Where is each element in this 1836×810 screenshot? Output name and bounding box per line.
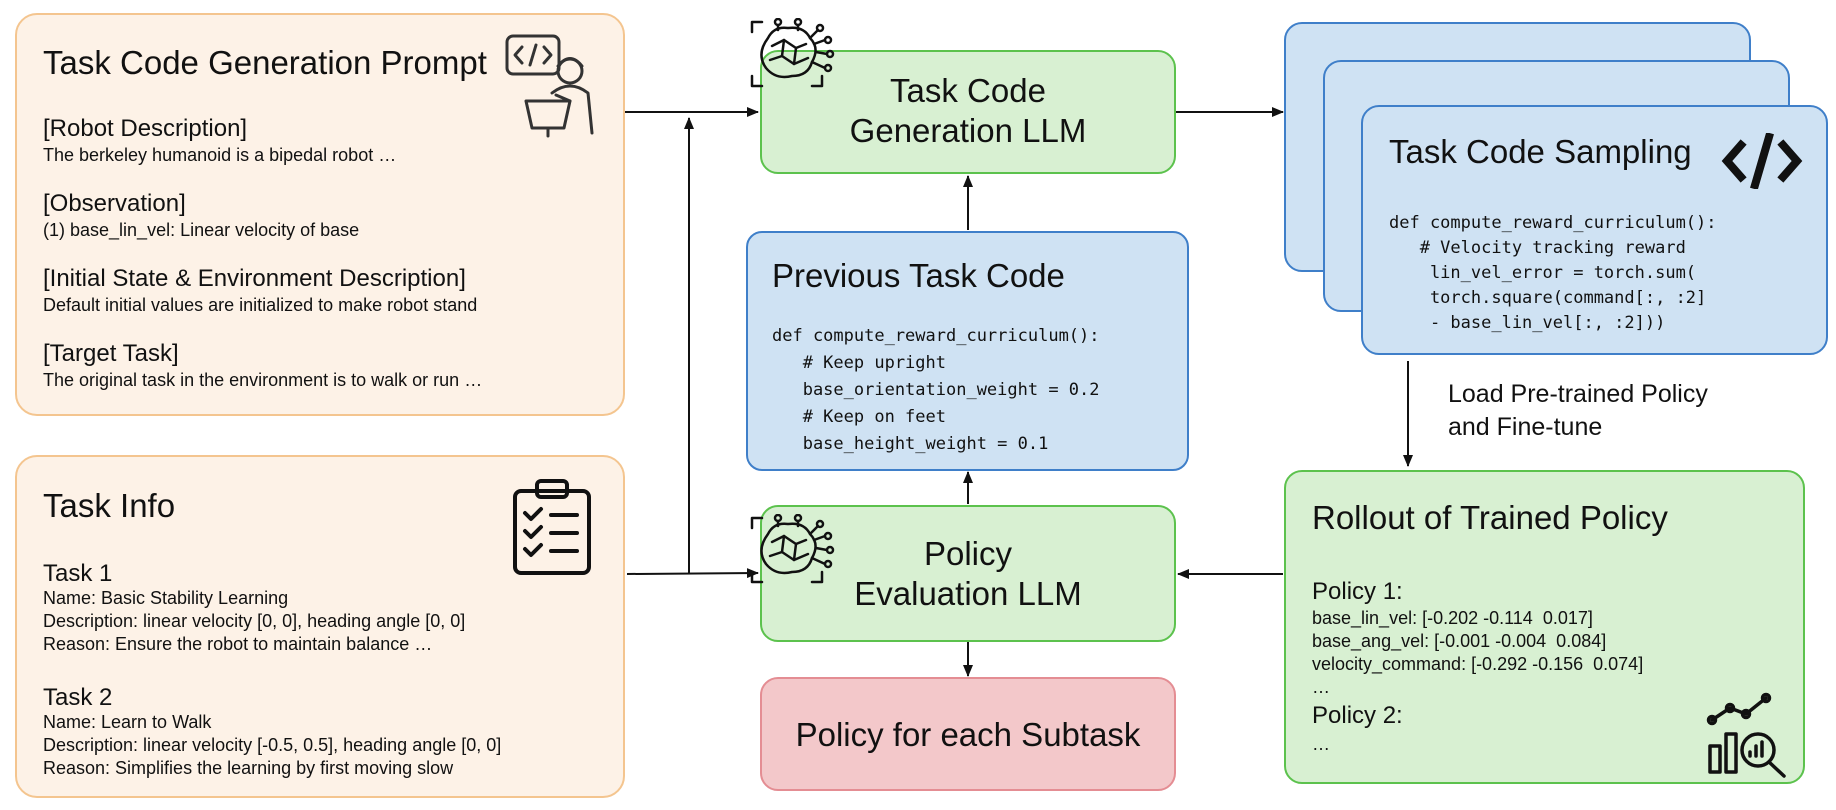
previous-code-title: Previous Task Code: [772, 257, 1065, 294]
task1-name: Name: Basic Stability Learning: [43, 588, 289, 608]
evaluation-llm-line2: Evaluation LLM: [854, 575, 1082, 612]
rollout-velocity-command: velocity_command: [-0.292 -0.156 0.074]: [1312, 654, 1644, 674]
evaluation-llm-line1: Policy: [923, 535, 1013, 572]
code-brackets-icon: [1721, 133, 1803, 189]
task-info-title: Task Info: [43, 487, 176, 524]
observation-text: (1) base_lin_vel: Linear velocity of bas…: [43, 220, 360, 240]
initial-state-heading: [Initial State & Environment Description…: [43, 265, 466, 292]
task2-heading: Task 2: [43, 684, 113, 711]
observation-heading: [Observation]: [43, 190, 186, 217]
generation-llm-line2: Generation LLM: [849, 112, 1087, 149]
sampling-code-snippet: def compute_reward_curriculum(): # Veloc…: [1389, 213, 1717, 333]
sampling-card-front: Task Code Sampling def compute_reward_cu…: [1361, 105, 1828, 355]
policy-subtask-box: Policy for each Subtask: [760, 677, 1176, 791]
finetune-label-line2: and Fine-tune: [1448, 413, 1603, 441]
rollout-title: Rollout of Trained Policy: [1312, 499, 1668, 536]
developer-icon: [505, 34, 594, 138]
finetune-label-line1: Load Pre-trained Policy: [1448, 380, 1708, 408]
arrow-taskinfo-to-evaluation: [626, 568, 759, 579]
previous-code-snippet: def compute_reward_curriculum(): # Keep …: [772, 326, 1100, 454]
rollout-policy2-heading: Policy 2:: [1312, 702, 1403, 729]
rollout-base-ang-vel: base_ang_vel: [-0.001 -0.004 0.084]: [1312, 631, 1607, 651]
task2-reason: Reason: Simplifies the learning by first…: [43, 758, 454, 778]
generation-llm-line1: Task Code: [890, 72, 1046, 109]
task2-description: Description: linear velocity [-0.5, 0.5]…: [43, 735, 502, 755]
task1-heading: Task 1: [43, 560, 113, 587]
policy-subtask-label: Policy for each Subtask: [795, 716, 1141, 753]
rollout-policy1-heading: Policy 1:: [1312, 578, 1403, 605]
task1-description: Description: linear velocity [0, 0], hea…: [43, 611, 466, 631]
rollout-base-lin-vel: base_lin_vel: [-0.202 -0.114 0.017]: [1312, 608, 1593, 628]
clipboard-checklist-icon: [513, 479, 591, 575]
robot-description-text: The berkeley humanoid is a bipedal robot…: [43, 145, 397, 165]
prompt-box: Task Code Generation Prompt [Robot Descr…: [15, 13, 625, 416]
task2-name: Name: Learn to Walk: [43, 712, 212, 732]
chart-magnifier-icon: [1706, 692, 1786, 778]
task-info-box: Task Info Task 1 Name: Basic Stability L…: [15, 455, 625, 798]
rollout-ellipsis-1: …: [1312, 677, 1330, 697]
target-task-text: The original task in the environment is …: [43, 370, 483, 390]
target-task-heading: [Target Task]: [43, 340, 179, 367]
evaluation-llm-box: Policy Evaluation LLM: [760, 505, 1176, 642]
rollout-ellipsis-2: …: [1312, 734, 1330, 754]
rollout-box: Rollout of Trained Policy Policy 1: base…: [1284, 470, 1805, 784]
sampling-title: Task Code Sampling: [1389, 133, 1692, 170]
initial-state-text: Default initial values are initialized t…: [43, 295, 478, 315]
task1-reason: Reason: Ensure the robot to maintain bal…: [43, 634, 433, 654]
robot-description-heading: [Robot Description]: [43, 115, 248, 142]
prompt-title: Task Code Generation Prompt: [43, 44, 487, 81]
previous-code-box: Previous Task Code def compute_reward_cu…: [746, 231, 1189, 471]
brain-circuit-icon: [750, 514, 835, 584]
brain-circuit-icon: [750, 18, 835, 88]
